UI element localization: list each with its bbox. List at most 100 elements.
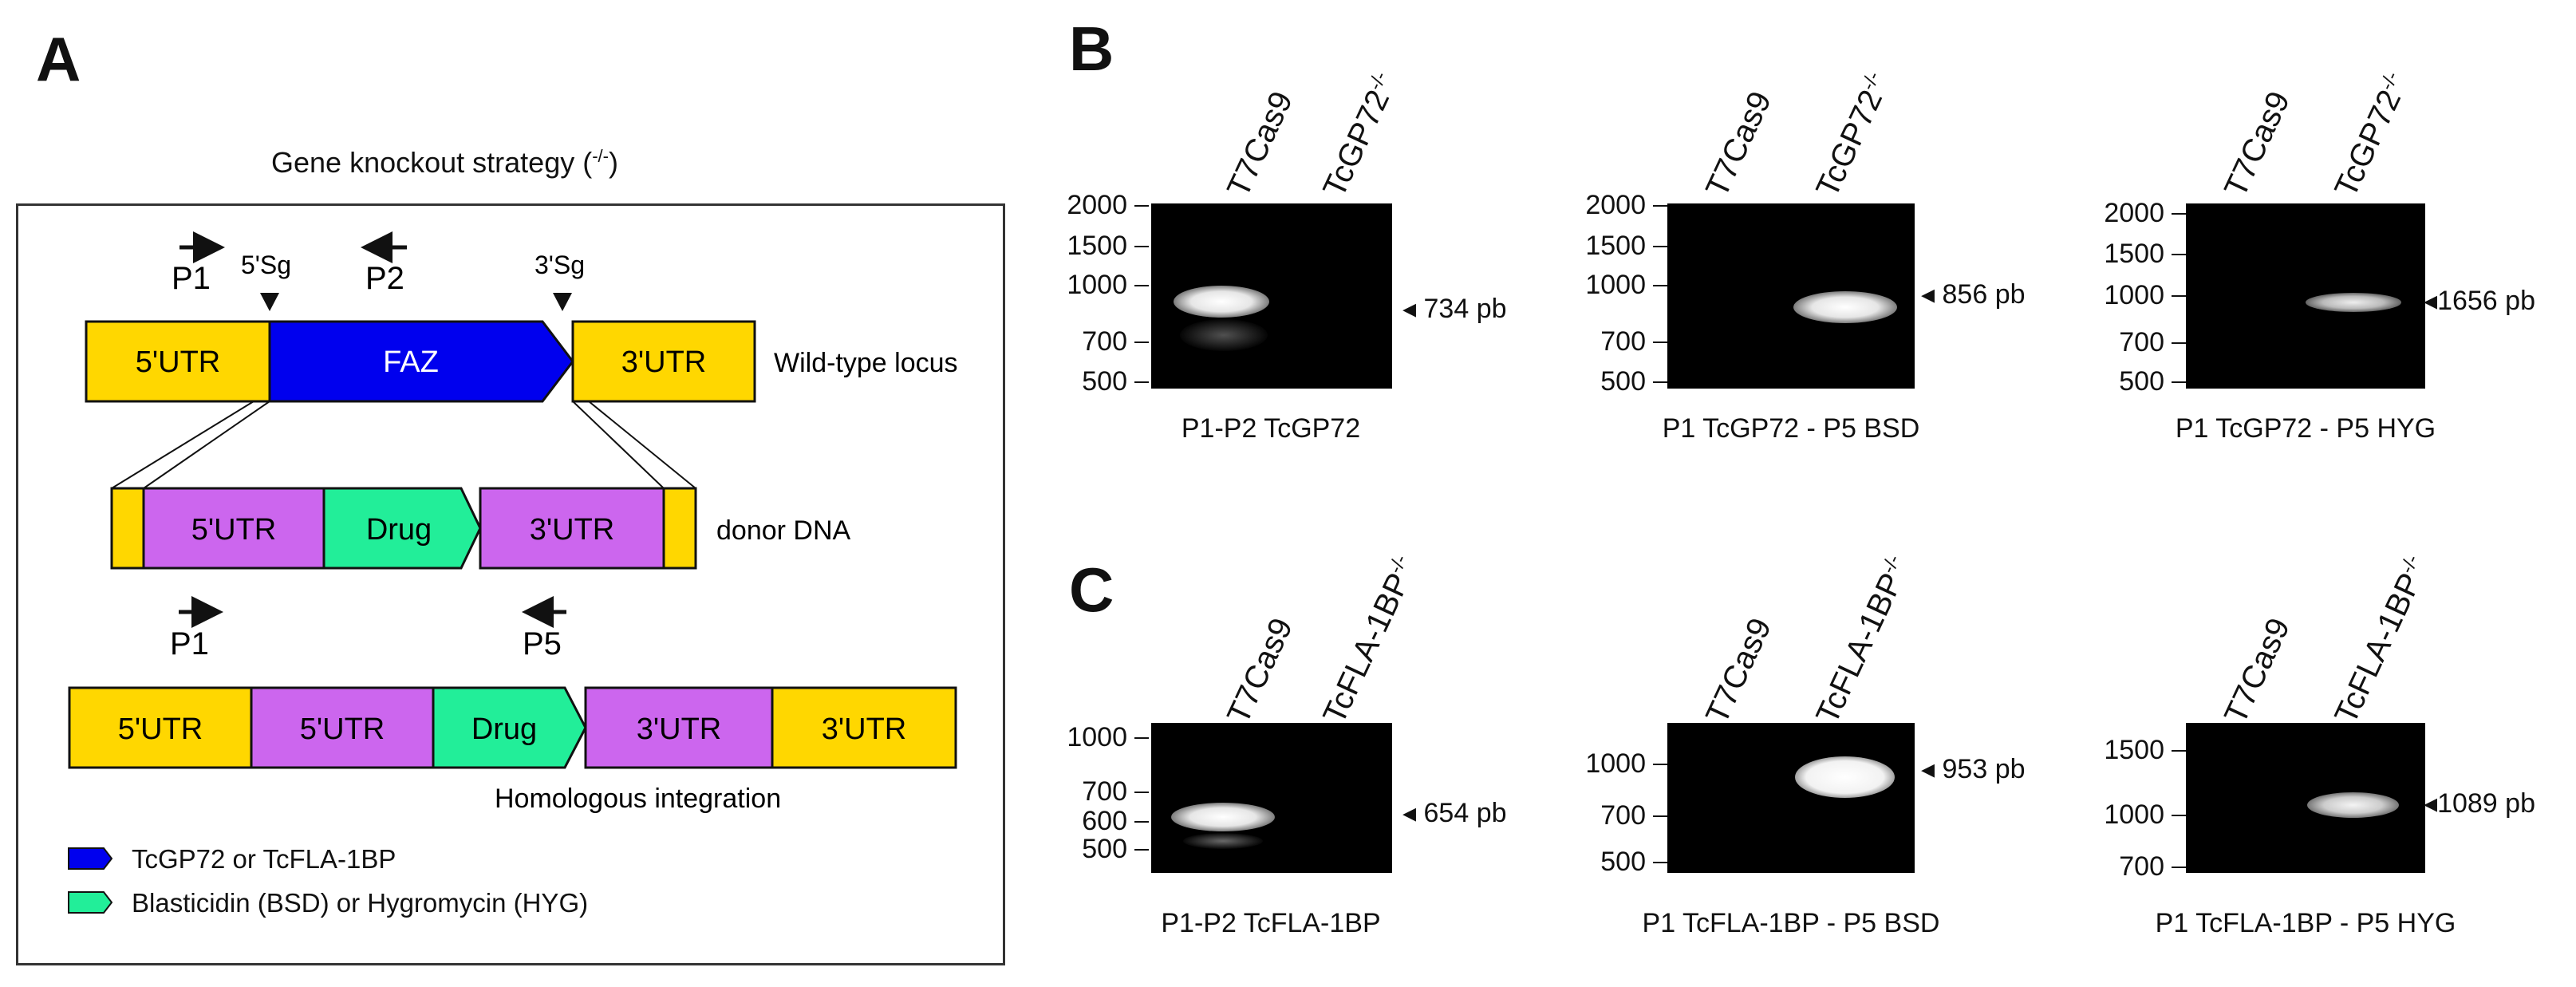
marker-tick	[1134, 381, 1149, 383]
wt-5utr-box	[85, 320, 271, 403]
marker-label: 1000	[1585, 270, 1646, 300]
marker-label: 2000	[1585, 190, 1646, 220]
gel-image	[1667, 203, 1915, 389]
marker-tick	[2172, 213, 2186, 215]
gel-image	[1667, 723, 1915, 873]
wt-p1-label: P1	[172, 261, 211, 296]
band-size-label: ◂1089 pb	[2424, 788, 2535, 819]
marker-label: 700	[1600, 800, 1646, 831]
strategy-title-end: )	[608, 146, 618, 179]
marker-tick	[2172, 381, 2186, 383]
marker-tick	[1653, 815, 1667, 817]
marker-label: 2000	[1067, 190, 1127, 220]
marker-tick	[1134, 246, 1149, 247]
crossover-line	[111, 401, 254, 489]
legend-drug-icon	[68, 891, 113, 914]
5sg-cut-triangle	[260, 293, 279, 311]
gel-caption: P1 TcFLA-1BP - P5 BSD	[1642, 908, 1940, 938]
marker-tick	[1653, 764, 1667, 765]
gel-band	[1793, 291, 1897, 323]
donor-3utr-label: 3'UTR	[530, 513, 615, 547]
marker-label: 1000	[1585, 748, 1646, 779]
marker-tick	[1134, 285, 1149, 286]
marker-tick	[1134, 205, 1149, 207]
marker-tick	[1653, 205, 1667, 207]
marker-tick	[1134, 792, 1149, 793]
gel-faint-band	[1183, 833, 1263, 849]
band-size-label: ◂ 953 pb	[1921, 754, 2026, 784]
gel-caption: P1 TcFLA-1BP - P5 HYG	[2155, 908, 2456, 938]
wt-5utr-label: 5'UTR	[136, 345, 221, 379]
panel-b-letter: B	[1069, 14, 1114, 84]
crossover-line	[572, 401, 665, 489]
strategy-title-sup: -/-	[592, 146, 609, 166]
marker-label: 700	[2119, 851, 2164, 882]
crossover-line	[588, 401, 696, 489]
lane-label-t7cas9: T7Cas9	[1221, 86, 1300, 203]
gel-caption: P1-P2 TcFLA-1BP	[1161, 908, 1381, 938]
marker-label: 1500	[2104, 735, 2164, 765]
lane-label-t7cas9: T7Cas9	[2218, 613, 2298, 729]
int-p1-label: P1	[170, 626, 209, 661]
lane-label-knockout: TcGP72-/-	[1809, 68, 1890, 203]
panel-c-letter: C	[1069, 555, 1114, 625]
gel-smear	[1180, 319, 1268, 351]
int-drug-arrow	[432, 686, 587, 769]
marker-label: 700	[1082, 326, 1127, 357]
wt-p2-label: P2	[365, 261, 404, 296]
int-3utr-outer-box	[771, 686, 957, 769]
marker-tick	[1134, 821, 1149, 823]
marker-tick	[2172, 254, 2186, 255]
marker-label: 2000	[2104, 198, 2164, 228]
gel-band	[1795, 756, 1895, 798]
marker-label: 500	[1082, 834, 1127, 864]
marker-tick	[2172, 750, 2186, 752]
marker-label: 1000	[2104, 280, 2164, 310]
lane-label-t7cas9: T7Cas9	[1699, 86, 1779, 203]
marker-label: 1000	[1067, 270, 1127, 300]
marker-label: 500	[1600, 366, 1646, 397]
marker-tick	[1653, 285, 1667, 286]
lane-label-knockout: TcFLA-1BP-/-	[1316, 551, 1417, 729]
int-5utr-inner-box	[250, 686, 435, 769]
strategy-diagram: P1 P2 5'Sg 3'Sg 5'UTR FAZ 3'UTR Wild-typ…	[68, 231, 958, 914]
3sg-cut-triangle	[553, 293, 572, 311]
marker-tick	[1134, 737, 1149, 739]
lane-label-t7cas9: T7Cas9	[1699, 613, 1779, 729]
band-size-label: ◂ 654 pb	[1402, 798, 1507, 828]
marker-label: 500	[1600, 847, 1646, 877]
int-p5-label: P5	[523, 626, 562, 661]
gel-image	[1151, 723, 1392, 873]
gel-band	[1174, 286, 1269, 318]
wt-3utr-label: 3'UTR	[621, 345, 707, 379]
int-5utr-outer-label: 5'UTR	[118, 713, 203, 746]
homologous-integration-label: Homologous integration	[495, 784, 781, 814]
donor-3utr-box	[479, 487, 665, 570]
gel-image	[2186, 723, 2425, 873]
gel-caption: P1 TcGP72 - P5 BSD	[1662, 413, 1920, 444]
marker-label: 600	[1082, 806, 1127, 836]
gel-band	[2306, 293, 2401, 312]
donor-dna-label: donor DNA	[716, 515, 851, 546]
marker-label: 1000	[2104, 799, 2164, 830]
gel-band	[1171, 803, 1275, 831]
gel-image	[1151, 203, 1392, 389]
wt-5sg-label: 5'Sg	[241, 251, 291, 279]
marker-tick	[1653, 342, 1667, 343]
int-3utr-outer-label: 3'UTR	[822, 713, 907, 746]
int-5utr-inner-label: 5'UTR	[300, 713, 385, 746]
marker-tick	[2172, 867, 2186, 868]
marker-label: 1500	[1067, 231, 1127, 261]
band-size-label: ◂ 734 pb	[1402, 294, 1507, 324]
legend-gene-icon	[68, 847, 113, 870]
legend-drug-text: Blasticidin (BSD) or Hygromycin (HYG)	[132, 888, 589, 918]
marker-tick	[1653, 246, 1667, 247]
marker-tick	[2172, 815, 2186, 816]
lane-label-t7cas9: T7Cas9	[1221, 613, 1300, 729]
marker-tick	[1653, 381, 1667, 383]
marker-tick	[1653, 862, 1667, 863]
lane-label-knockout: TcFLA-1BP-/-	[2328, 551, 2428, 729]
marker-label: 1500	[1585, 231, 1646, 261]
int-drug-label: Drug	[471, 713, 537, 746]
legend-gene-text: TcGP72 or TcFLA-1BP	[132, 844, 396, 874]
